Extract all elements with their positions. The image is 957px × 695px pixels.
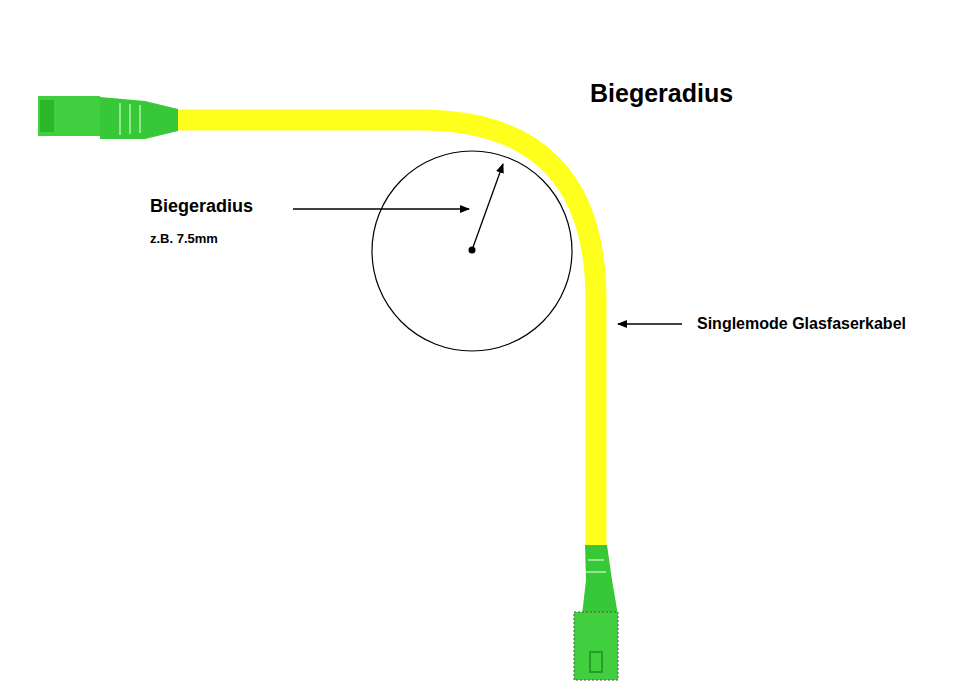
leader-arrow: [618, 323, 682, 324]
leader-arrow: [293, 208, 469, 209]
diagram-title: Biegeradius: [590, 78, 733, 108]
sc-connector-bottom: [574, 545, 618, 680]
bend-circle: [372, 151, 572, 351]
part-label: Singlemode Glasfaserkabel: [697, 314, 906, 333]
fiber-cable: [170, 120, 596, 548]
dimension-label: z.B. 7.5mm: [150, 231, 218, 247]
callout-label: Biegeradius: [150, 196, 253, 218]
radius-arrow: [472, 164, 503, 250]
sc-connector-left: [38, 96, 178, 139]
